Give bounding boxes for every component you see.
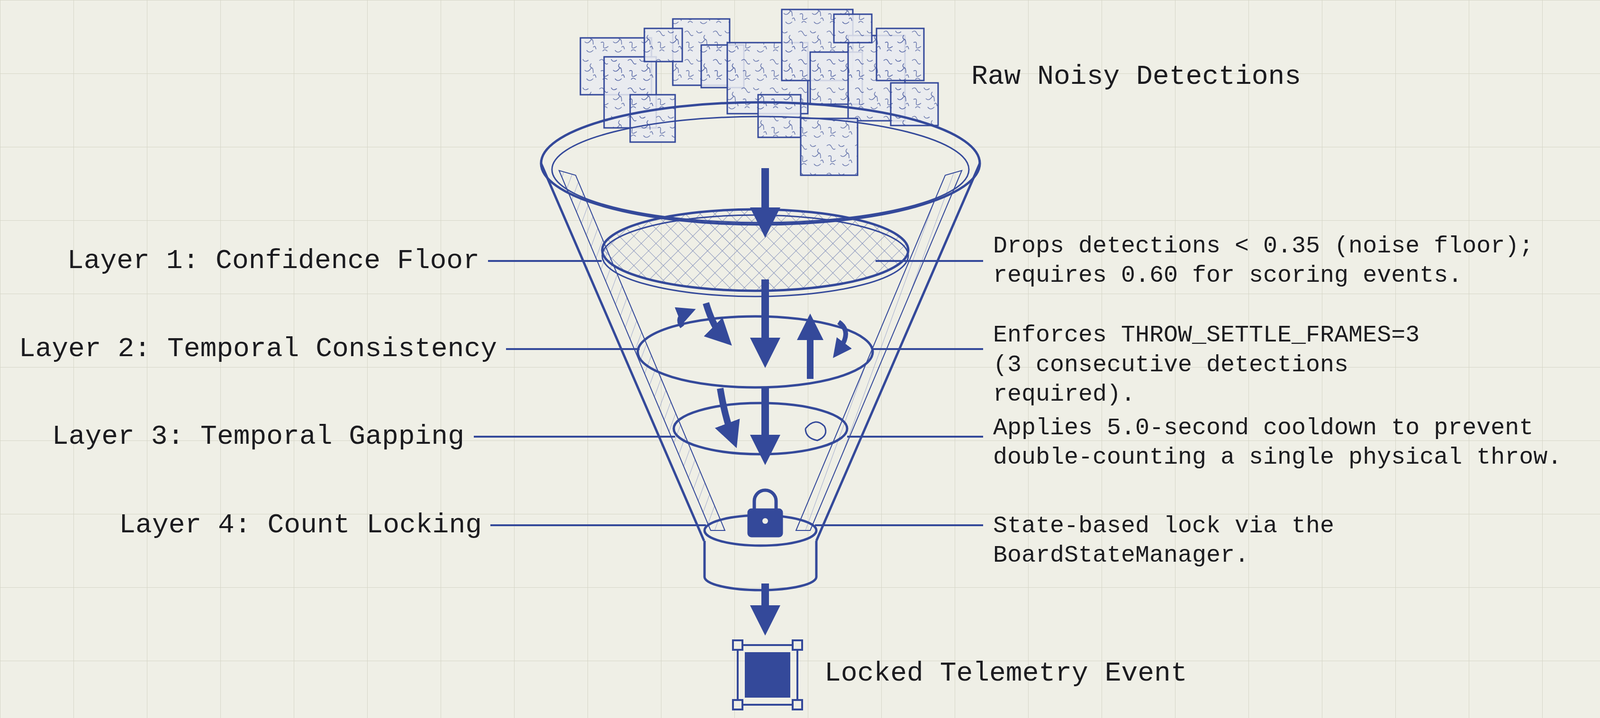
layer-note: Applies 5.0-second cooldown to prevent d… bbox=[993, 413, 1576, 473]
stage-label: Raw Noisy Detections bbox=[971, 59, 1302, 95]
output-label: Locked Telemetry Event bbox=[824, 656, 1188, 692]
layer-label: Layer 1: Confidence Floor bbox=[67, 244, 480, 279]
layer-note: Enforces THROW_SETTLE_FRAMES=3 (3 consec… bbox=[993, 320, 1448, 410]
layer-note: Drops detections < 0.35 (noise floor); r… bbox=[993, 231, 1576, 291]
layer-label: Layer 3: Temporal Gapping bbox=[52, 419, 465, 455]
layer-label: Layer 2: Temporal Consistency bbox=[18, 332, 498, 367]
layer-label: Layer 4: Count Locking bbox=[118, 508, 482, 543]
leader-lines bbox=[473, 261, 984, 526]
layer-note: State-based lock via the BoardStateManag… bbox=[993, 511, 1420, 571]
